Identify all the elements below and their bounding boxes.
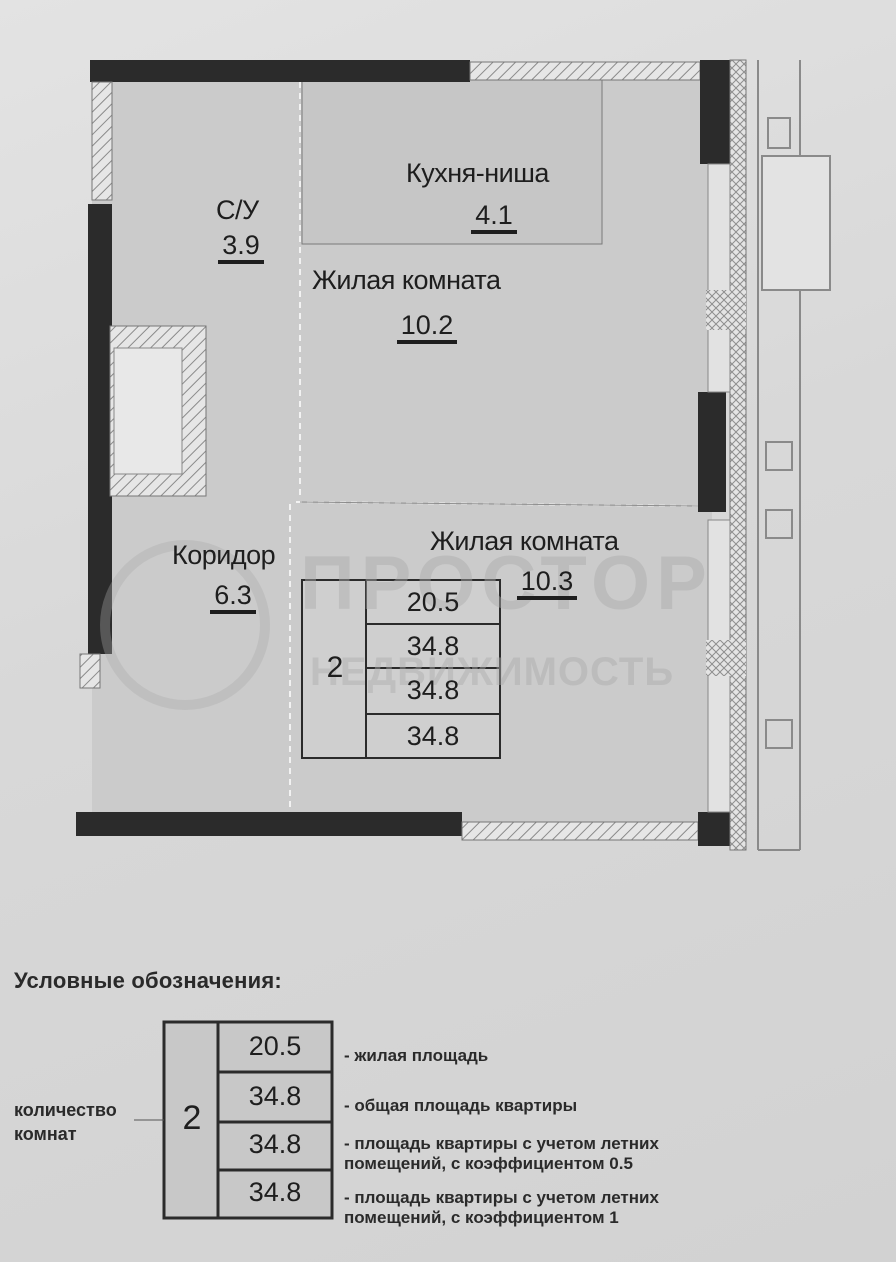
- room-area-living-2-value: 10.3: [516, 566, 578, 600]
- balcony-outline: [757, 60, 831, 851]
- plan-table-living-area: 20.5: [406, 587, 460, 617]
- room-name-living-2: Жилая комната: [430, 526, 619, 556]
- bathtub: [113, 347, 183, 475]
- wall-bottom-hatched: [461, 821, 699, 841]
- legend-room-count: 2: [182, 1099, 202, 1137]
- room-name-bathroom: С/У: [216, 195, 259, 225]
- legend-table-frame: [162, 1020, 334, 1220]
- room-area-living-1-value: 10.2: [396, 310, 458, 344]
- room-area-living-2: 10.3: [512, 566, 582, 600]
- room-area-living-1: 10.2: [392, 310, 462, 344]
- plan-table-area-k1: 34.8: [406, 721, 460, 751]
- plan-table-total-area: 34.8: [406, 631, 460, 661]
- legend-living-area: 20.5: [248, 1031, 302, 1061]
- wall-corner-bottom-right: [698, 812, 732, 846]
- wall-right-middle: [698, 392, 726, 512]
- plan-table-area-k05: 34.8: [406, 675, 460, 705]
- watermark-line1: ПРОСТОР: [300, 541, 713, 626]
- wall-top-hatched: [469, 61, 701, 81]
- room-border: [299, 501, 699, 507]
- watermark-logo: [100, 540, 270, 710]
- legend-title: Условные обозначения:: [14, 968, 282, 993]
- watermark-line2: НЕДВИЖИМОСТЬ: [310, 650, 675, 694]
- legend-total-area: 34.8: [248, 1081, 302, 1111]
- legend-note-area-k05: - площадь квартиры с учетом летних помещ…: [344, 1134, 659, 1173]
- wall-top-left: [90, 60, 470, 82]
- room-name-living-1: Жилая комната: [312, 265, 501, 295]
- room-name-kitchen: Кухня-ниша: [406, 158, 549, 188]
- room-area-bathroom-value: 3.9: [218, 230, 264, 264]
- room-area-bathroom: 3.9: [216, 230, 266, 264]
- window-hatch: [706, 290, 746, 330]
- kitchen-niche-outline: [301, 79, 603, 245]
- plan-table-room-count: 2: [326, 651, 344, 684]
- wall-bottom-left: [76, 812, 462, 836]
- legend-area-k05: 34.8: [248, 1129, 302, 1159]
- wall-right-top: [700, 60, 732, 164]
- room-area-corridor: 6.3: [208, 580, 258, 614]
- wall-left-hatched: [91, 81, 113, 201]
- legend-rooms-label: количество комнат: [14, 1100, 117, 1144]
- room-area-corridor-value: 6.3: [210, 580, 256, 614]
- room-area-kitchen: 4.1: [468, 200, 520, 234]
- wall-left-small-hatched: [79, 653, 101, 689]
- facade-strip: [729, 59, 747, 851]
- legend-note-area-k1: - площадь квартиры с учетом летних помещ…: [344, 1188, 659, 1227]
- legend-area-k1: 34.8: [248, 1177, 302, 1207]
- room-name-corridor: Коридор: [172, 540, 276, 570]
- window-frame-upper: [707, 163, 731, 393]
- legend-note-total-area: - общая площадь квартиры: [344, 1096, 578, 1115]
- room-area-kitchen-value: 4.1: [471, 200, 517, 234]
- window-hatch-lower: [706, 640, 746, 676]
- wall-left: [88, 204, 112, 654]
- legend-note-living-area: - жилая площадь: [344, 1046, 489, 1065]
